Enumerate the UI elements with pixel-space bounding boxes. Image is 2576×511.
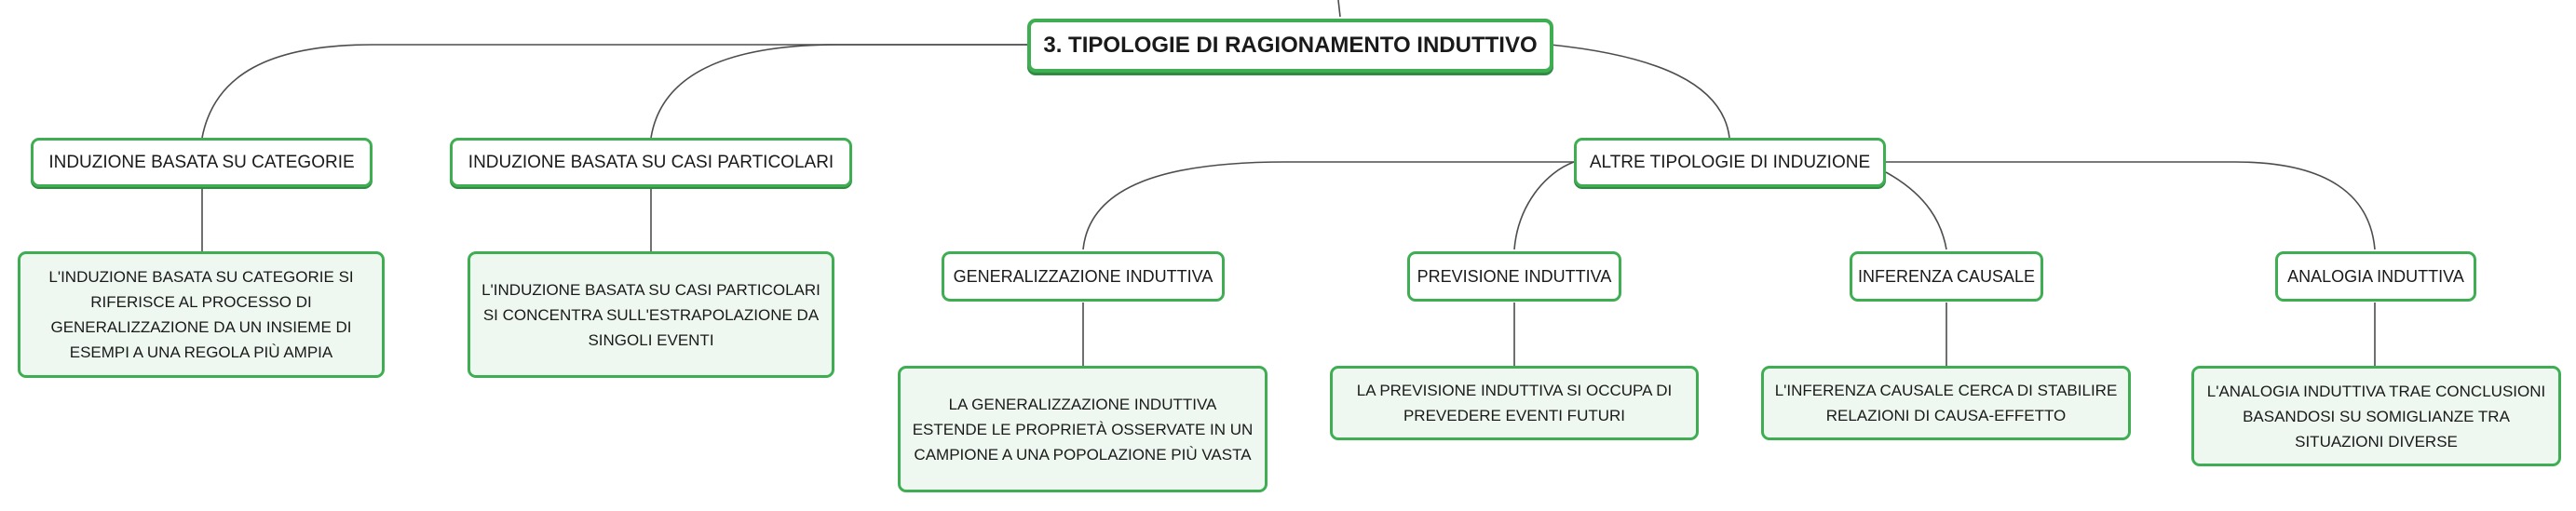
connector-cat3-sub3 [1885, 171, 1947, 250]
subtype-analogia-induttiva[interactable]: ANALOGIA INDUTTIVA [2275, 251, 2476, 302]
connector-cat3-sub1 [1082, 161, 1574, 250]
description-analogia-induttiva[interactable]: L'ANALOGIA INDUTTIVA TRAE CONCLUSIONI BA… [2191, 366, 2561, 466]
connector-root-cat2 [650, 44, 1029, 139]
description-induzione-casi-particolari[interactable]: L'INDUZIONE BASATA SU CASI PARTICOLARI S… [468, 251, 834, 378]
connector-root-parent [1337, 0, 1341, 18]
description-induzione-categorie[interactable]: L'INDUZIONE BASATA SU CATEGORIE SI RIFER… [18, 251, 385, 378]
description-generalizzazione-induttiva[interactable]: LA GENERALIZZAZIONE INDUTTIVA ESTENDE LE… [898, 366, 1268, 492]
root-topic[interactable]: 3. TIPOLOGIE DI RAGIONAMENTO INDUTTIVO [1027, 19, 1553, 73]
category-altre-tipologie[interactable]: ALTRE TIPOLOGIE DI INDUZIONE [1574, 138, 1886, 187]
connector-cat3-sub4 [1886, 161, 2376, 250]
subtype-previsione-induttiva[interactable]: PREVISIONE INDUTTIVA [1407, 251, 1621, 302]
connector-cat3-sub2 [1513, 161, 1575, 250]
category-induzione-casi-particolari[interactable]: INDUZIONE BASATA SU CASI PARTICOLARI [450, 138, 852, 187]
description-inferenza-causale[interactable]: L'INFERENZA CAUSALE CERCA DI STABILIRE R… [1761, 366, 2131, 440]
connector-root-cat1 [201, 44, 1029, 139]
description-previsione-induttiva[interactable]: LA PREVISIONE INDUTTIVA SI OCCUPA DI PRE… [1330, 366, 1699, 440]
subtype-generalizzazione-induttiva[interactable]: GENERALIZZAZIONE INDUTTIVA [942, 251, 1225, 302]
subtype-inferenza-causale[interactable]: INFERENZA CAUSALE [1850, 251, 2043, 302]
category-induzione-categorie[interactable]: INDUZIONE BASATA SU CATEGORIE [31, 138, 373, 187]
connector-root-cat3 [1550, 44, 1730, 139]
